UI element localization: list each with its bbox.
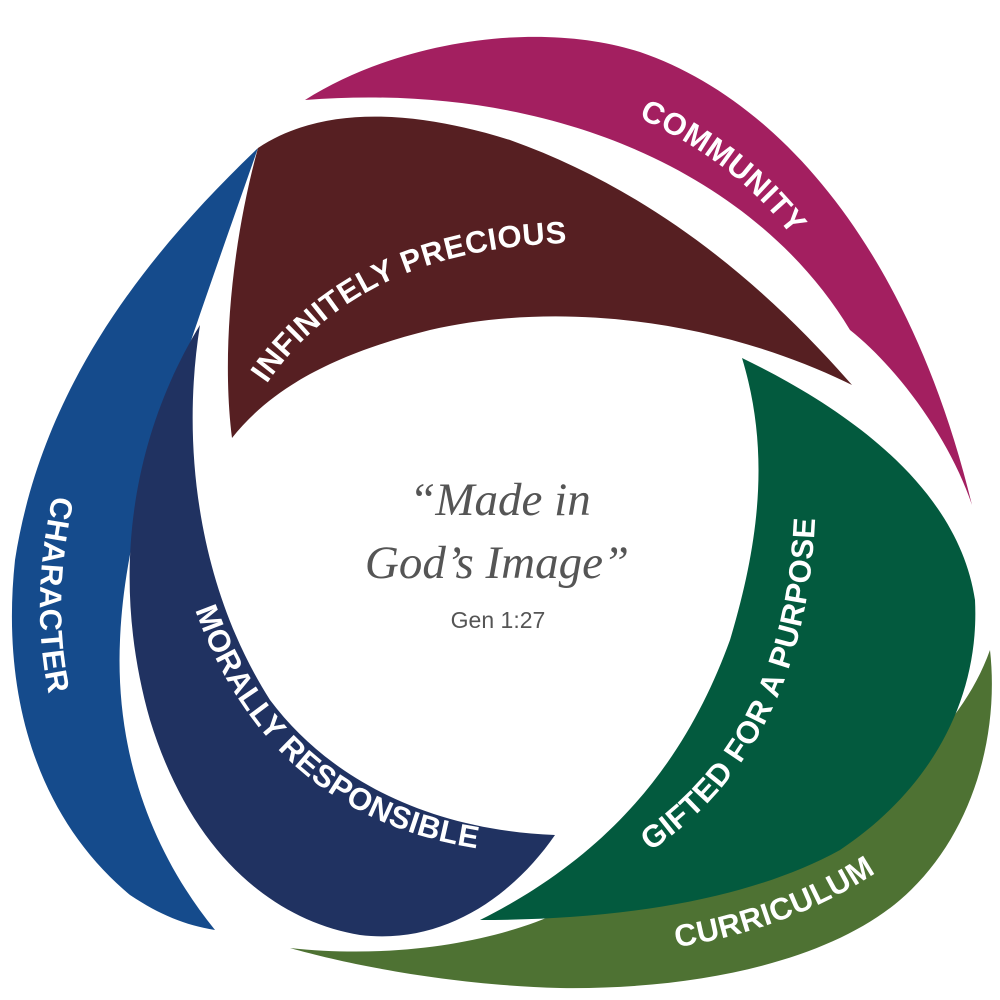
character-segment <box>11 148 258 930</box>
infinitely-precious-segment <box>227 116 852 439</box>
gifted-for-a-purpose-segment <box>480 358 976 920</box>
center-quote-line-1: “Made in <box>409 474 590 526</box>
morally-responsible-segment <box>129 325 555 937</box>
curriculum-segment <box>290 650 992 989</box>
community-segment <box>305 36 972 505</box>
scripture-reference: Gen 1:27 <box>451 607 546 633</box>
center-quote-line-2: God’s Image” <box>365 537 629 589</box>
